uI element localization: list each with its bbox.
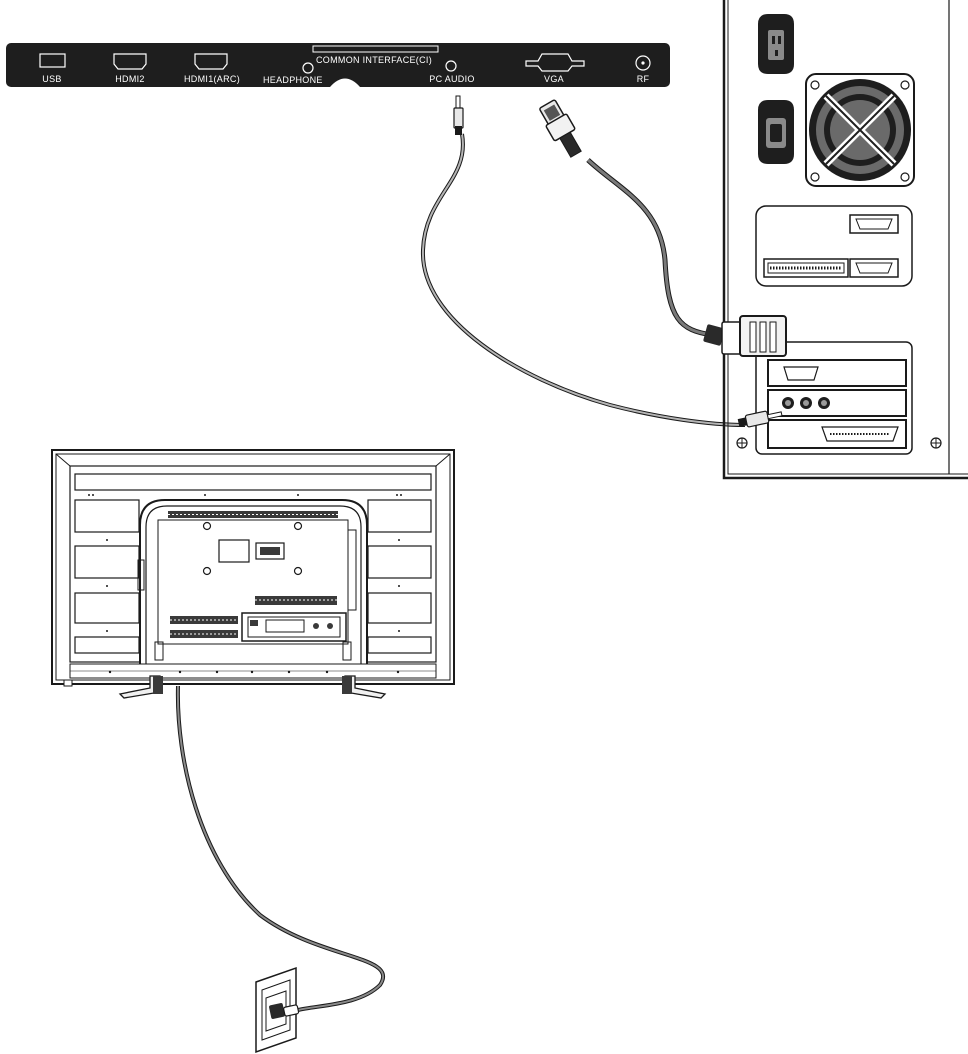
hdmi2-port-icon bbox=[113, 53, 147, 70]
usb-label: USB bbox=[42, 74, 61, 84]
expansion-slots bbox=[736, 341, 942, 455]
ci-label: COMMON INTERFACE(CI) bbox=[316, 55, 432, 65]
vga-plug-pc-icon bbox=[703, 315, 787, 357]
pc-audio-label: PC AUDIO bbox=[429, 74, 474, 84]
fan-icon bbox=[805, 73, 915, 187]
pc-audio-jack-icon bbox=[445, 60, 457, 72]
tv-connector-panel: USB HDMI2 HDMI1(ARC) HEADPHONE COMMON IN… bbox=[6, 43, 670, 87]
power-cable bbox=[175, 685, 385, 1012]
computer-tower bbox=[722, 0, 968, 480]
tv-back bbox=[51, 449, 455, 687]
vga-plug-icon bbox=[539, 99, 582, 158]
rf-port-icon bbox=[635, 55, 651, 71]
hdmi2-label: HDMI2 bbox=[115, 74, 145, 84]
vga-label: VGA bbox=[544, 74, 564, 84]
power-plug-icon bbox=[269, 1003, 300, 1019]
power-socket-icon bbox=[758, 14, 794, 74]
hdmi1-port-icon bbox=[194, 53, 228, 70]
headphone-label: HEADPHONE bbox=[263, 75, 323, 85]
power-outlet-icon bbox=[758, 100, 794, 164]
audio-plug-pc-icon bbox=[737, 410, 783, 428]
vga-cable bbox=[586, 158, 713, 338]
vga-port-icon bbox=[525, 53, 585, 72]
usb-port-icon bbox=[39, 53, 66, 68]
rf-label: RF bbox=[637, 74, 650, 84]
audio-plug-icon bbox=[453, 95, 464, 135]
hdmi1-label: HDMI1(ARC) bbox=[184, 74, 240, 84]
ci-slot bbox=[312, 45, 439, 53]
tv-stand-left bbox=[118, 675, 163, 699]
io-panel bbox=[755, 205, 913, 287]
tv-stand-right bbox=[342, 675, 387, 699]
audio-cable bbox=[420, 133, 746, 427]
headphone-jack-icon bbox=[302, 62, 314, 74]
